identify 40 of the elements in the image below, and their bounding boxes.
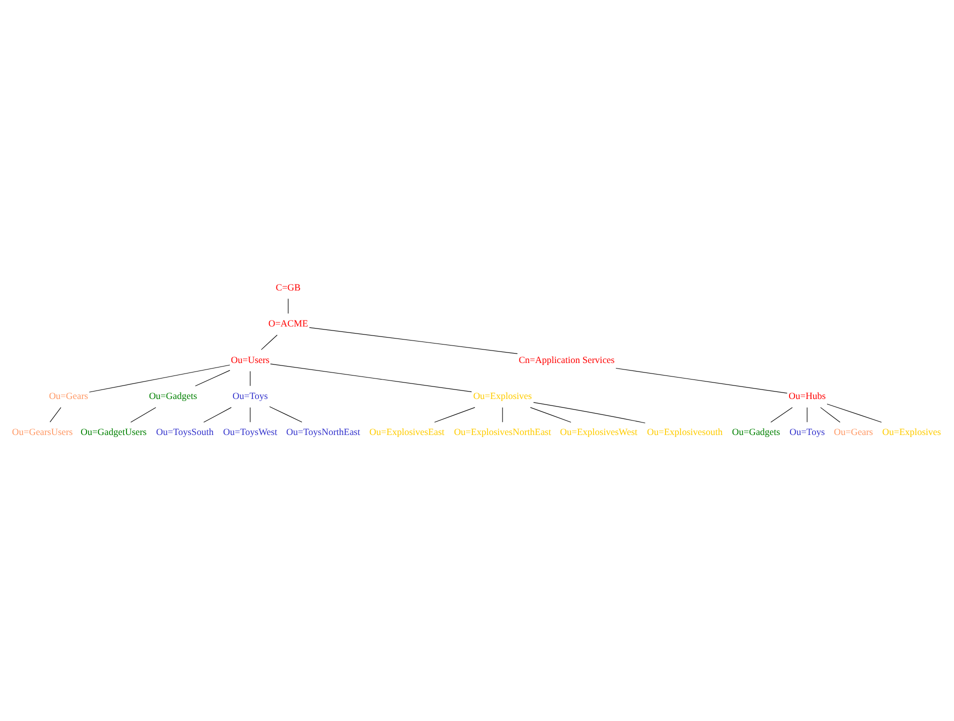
connector: [130, 407, 156, 423]
connector: [203, 407, 232, 423]
connector: [533, 402, 646, 424]
connector: [195, 370, 230, 386]
node-text: Ou=GadgetUsers: [80, 428, 147, 438]
connector: [806, 407, 808, 422]
node-text: Ou=ExplosivesNorthEast: [454, 428, 552, 438]
node-text: Ou=Toys: [232, 392, 268, 402]
node-text: Ou=ToysSouth: [156, 428, 214, 438]
node-text: Ou=Hubs: [788, 392, 826, 402]
connector: [88, 364, 230, 392]
node-text: Ou=Explosives: [882, 428, 941, 438]
node-text: Ou=ExplosivesWest: [560, 428, 638, 438]
node-text: Ou=ToysNorthEast: [286, 428, 360, 438]
connector: [270, 364, 472, 392]
node-text: Ou=Gears: [48, 392, 88, 402]
connector: [826, 404, 882, 423]
connector: [309, 327, 518, 354]
connector: [820, 407, 840, 423]
node-text: Ou=ExplosivesEast: [369, 428, 444, 438]
connector: [530, 407, 572, 423]
node-text: Ou=Users: [230, 356, 270, 366]
connector: [260, 334, 278, 350]
node-text: Ou=Gadgets: [148, 392, 198, 402]
node-text: C=GB: [276, 283, 301, 294]
connector: [50, 407, 62, 422]
connector: [616, 368, 788, 394]
connector: [770, 407, 793, 423]
connector: [269, 406, 302, 422]
node-text: O=ACME: [268, 320, 308, 330]
node-text: Ou=Gears: [834, 428, 873, 438]
node-text: Ou=Explosives: [473, 392, 532, 402]
node-text: Ou=Explosivesouth: [647, 428, 723, 438]
node-text: Ou=GearsUsers: [12, 428, 73, 438]
connector: [434, 407, 476, 423]
connector: [502, 407, 503, 422]
node-text: Ou=Gadgets: [732, 428, 780, 438]
node-text: Ou=Toys: [789, 428, 825, 438]
node-text: Ou=ToysWest: [223, 428, 278, 438]
node-text: Cn=Application Services: [518, 356, 615, 366]
